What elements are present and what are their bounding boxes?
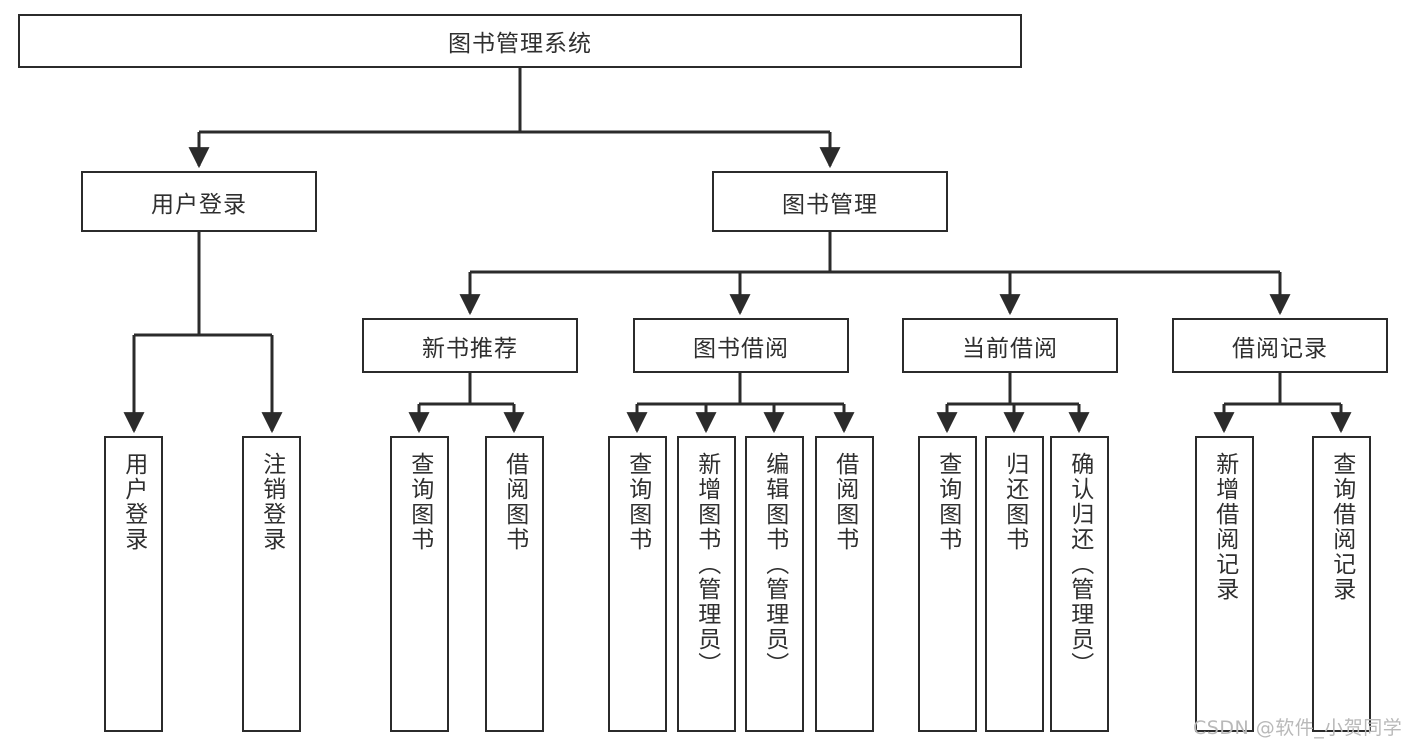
node-label: 用户登录 (120, 452, 147, 552)
node-root-system[interactable]: 图书管理系统 (18, 14, 1022, 68)
leaf-current-query-book[interactable]: 查询图书 (918, 436, 977, 732)
node-current-borrow[interactable]: 当前借阅 (902, 318, 1118, 373)
leaf-record-query-record[interactable]: 查询借阅记录 (1312, 436, 1371, 732)
node-label: 借阅图书 (831, 452, 858, 552)
node-label: 查询图书 (934, 452, 961, 552)
node-label: 注销登录 (258, 452, 285, 552)
node-label: 用户登录 (151, 191, 247, 218)
node-label: 图书管理系统 (448, 31, 592, 57)
leaf-current-return-book[interactable]: 归还图书 (985, 436, 1044, 732)
leaf-borrow-borrow-book[interactable]: 借阅图书 (815, 436, 874, 732)
leaf-recommend-query-book[interactable]: 查询图书 (390, 436, 449, 732)
node-label: 图书借阅 (693, 335, 789, 362)
node-label: 借阅图书 (501, 452, 528, 552)
node-borrow-record[interactable]: 借阅记录 (1172, 318, 1388, 373)
leaf-recommend-borrow-book[interactable]: 借阅图书 (485, 436, 544, 732)
node-label: 新书推荐 (422, 335, 518, 362)
leaf-borrow-add-book-admin[interactable]: 新增图书（管理员） (677, 436, 736, 732)
leaf-borrow-query-book[interactable]: 查询图书 (608, 436, 667, 732)
node-book-borrow[interactable]: 图书借阅 (633, 318, 849, 373)
node-label: 查询借阅记录 (1328, 452, 1355, 602)
node-new-book-recommend[interactable]: 新书推荐 (362, 318, 578, 373)
leaf-current-confirm-return-admin[interactable]: 确认归还（管理员） (1050, 436, 1109, 732)
leaf-user-login-login[interactable]: 用户登录 (104, 436, 163, 732)
node-label: 当前借阅 (962, 335, 1058, 362)
node-label: 借阅记录 (1232, 335, 1328, 362)
node-label: 图书管理 (782, 191, 878, 218)
node-label: 新增借阅记录 (1211, 452, 1238, 602)
leaf-user-login-logout[interactable]: 注销登录 (242, 436, 301, 732)
node-label: 新增图书（管理员） (693, 452, 720, 677)
node-label: 查询图书 (624, 452, 651, 552)
node-user-login[interactable]: 用户登录 (81, 171, 317, 232)
node-label: 编辑图书（管理员） (761, 452, 788, 677)
node-label: 确认归还（管理员） (1066, 452, 1093, 677)
leaf-borrow-edit-book-admin[interactable]: 编辑图书（管理员） (745, 436, 804, 732)
node-book-management[interactable]: 图书管理 (712, 171, 948, 232)
node-label: 查询图书 (406, 452, 433, 552)
leaf-record-add-record[interactable]: 新增借阅记录 (1195, 436, 1254, 732)
node-label: 归还图书 (1001, 452, 1028, 552)
